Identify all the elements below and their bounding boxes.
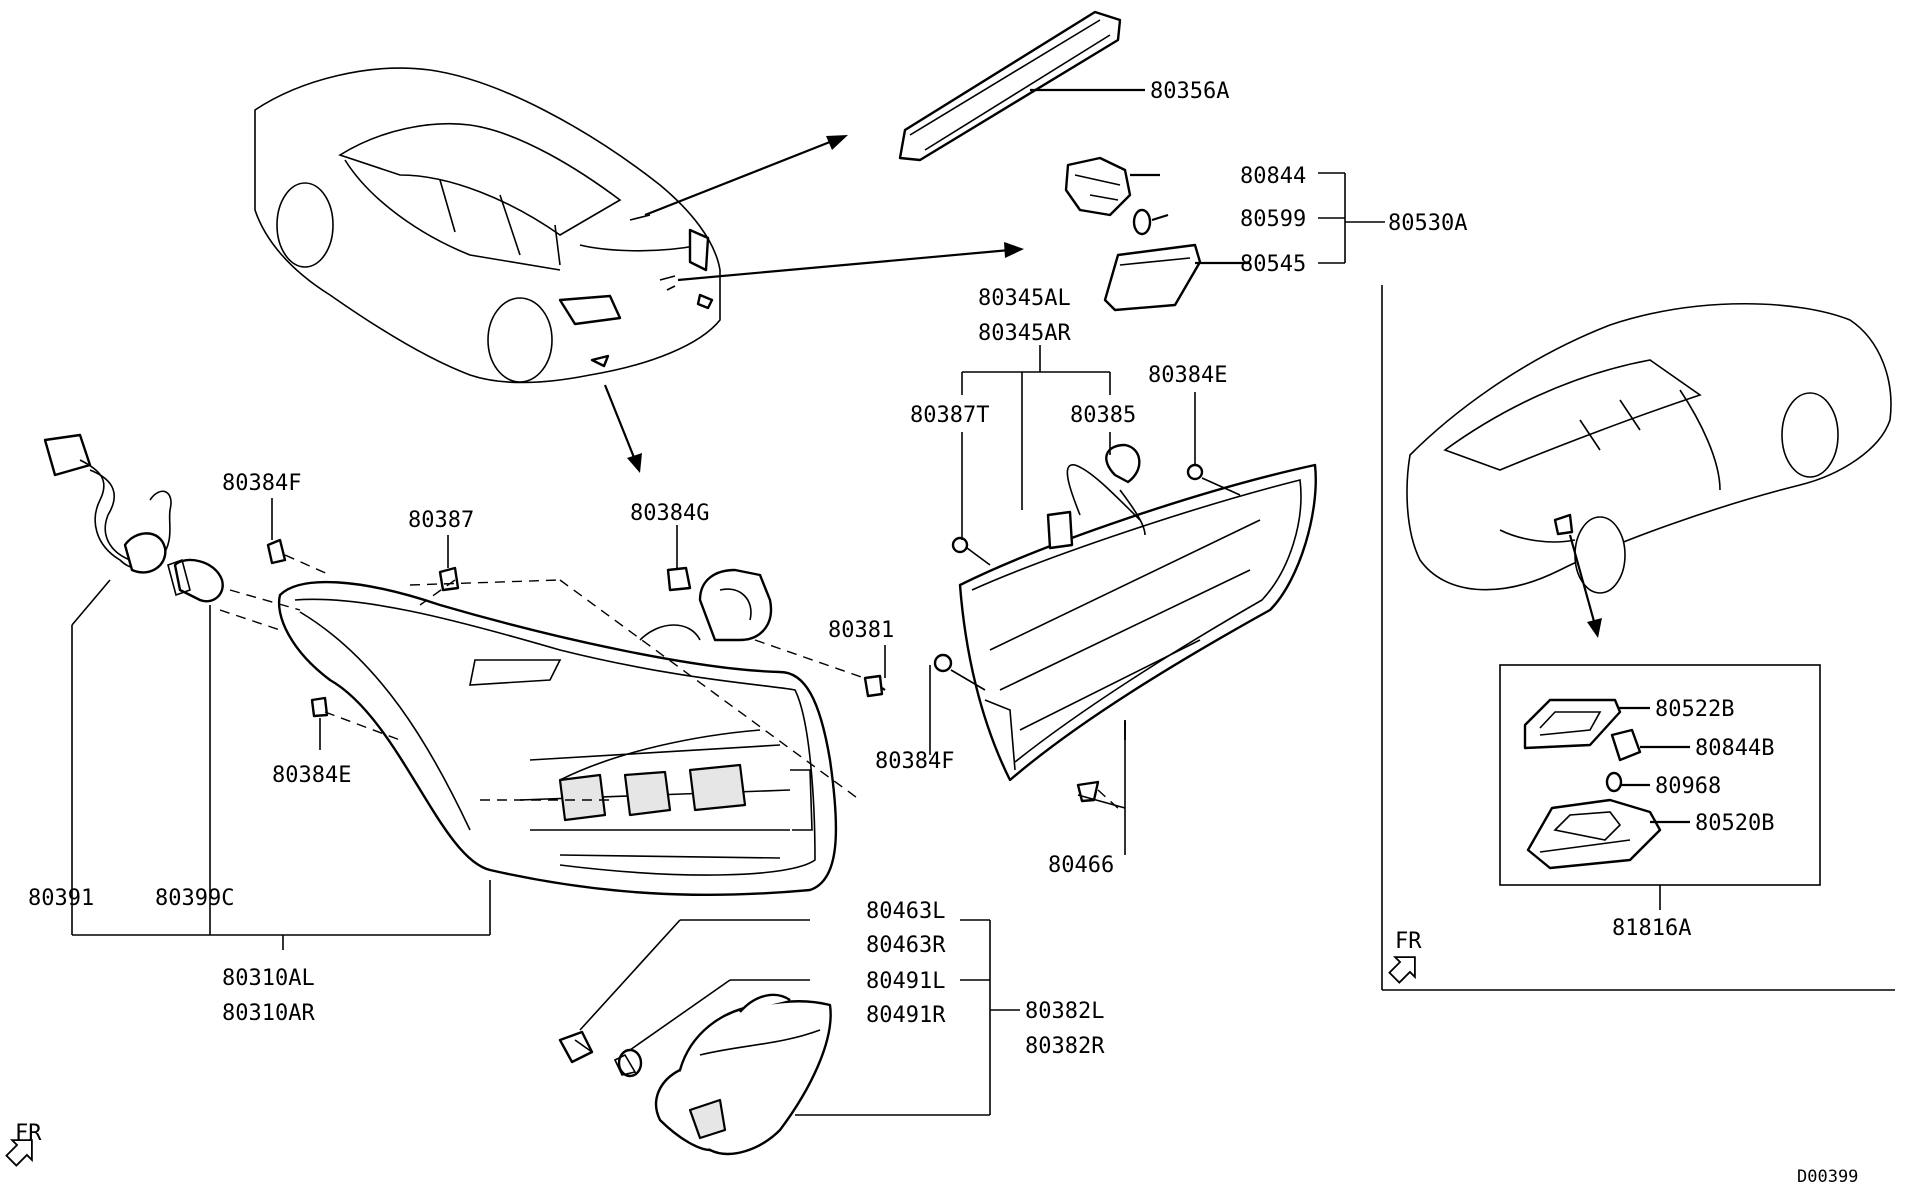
label-80384F-mid: 80384F	[875, 749, 954, 774]
pointer-arrows-car	[603, 135, 1024, 473]
part-80522B-gasket	[1523, 698, 1650, 750]
car-front-view-illustration	[1406, 302, 1892, 638]
label-80384E-left: 80384E	[272, 763, 351, 788]
label-80491R: 80491R	[866, 1003, 946, 1028]
label-80384E-top: 80384E	[1148, 363, 1227, 388]
label-80384G: 80384G	[630, 501, 709, 526]
label-80599: 80599	[1240, 207, 1306, 232]
part-80310A-outer-lamp	[277, 568, 838, 897]
label-80968: 80968	[1655, 774, 1721, 799]
box-81816A	[1499, 664, 1821, 910]
part-80382-reflector-lamp	[654, 993, 832, 1156]
label-80399C: 80399C	[155, 886, 234, 911]
part-80356A-high-mount-lamp	[898, 10, 1145, 162]
label-80384F-left: 80384F	[222, 471, 301, 496]
label-80491L: 80491L	[866, 969, 945, 994]
part-80844B-socket	[1610, 728, 1690, 762]
leaders-80345A	[929, 345, 1196, 855]
leaders-80382	[579, 919, 1020, 1116]
leaders-outer-lamp	[71, 498, 886, 950]
label-80545: 80545	[1240, 252, 1306, 277]
label-80520B: 80520B	[1695, 811, 1774, 836]
label-80387T: 80387T	[910, 403, 989, 428]
fr-label-right: FR	[1395, 929, 1422, 954]
label-80463R: 80463R	[866, 933, 946, 958]
fr-arrow-left-icon	[5, 1139, 33, 1167]
label-80530A: 80530A	[1388, 211, 1467, 236]
label-80345AL: 80345AL	[978, 286, 1071, 311]
label-80522B: 80522B	[1655, 697, 1734, 722]
part-80385-grommet-wire	[1046, 443, 1146, 550]
part-80391-socket-harness	[43, 433, 172, 574]
label-80466: 80466	[1048, 853, 1114, 878]
label-80356A: 80356A	[1150, 79, 1229, 104]
part-80520B-lamp-housing	[1526, 798, 1690, 870]
label-80310AR: 80310AR	[222, 1001, 315, 1026]
part-80968-bulb	[1605, 771, 1650, 793]
label-80385: 80385	[1070, 403, 1136, 428]
label-80345AR: 80345AR	[978, 321, 1071, 346]
label-80382L: 80382L	[1025, 999, 1104, 1024]
fr-label-left: FR	[15, 1121, 42, 1146]
fr-arrow-right-icon	[1388, 956, 1416, 984]
part-80545-lamp-housing	[1103, 243, 1250, 312]
part-80399C-bulb	[167, 558, 224, 603]
part-80345A-inner-lamp	[958, 463, 1317, 782]
bracket-80530A	[1318, 172, 1385, 264]
label-80381: 80381	[828, 618, 894, 643]
label-80387: 80387	[408, 508, 474, 533]
label-80310AL: 80310AL	[222, 966, 315, 991]
part-80463-socket	[558, 1030, 594, 1064]
label-80844: 80844	[1240, 164, 1306, 189]
label-80382R: 80382R	[1025, 1034, 1105, 1059]
part-labels: 80356A 80844 80599 80545 80530A 80345AL …	[15, 79, 1858, 1187]
inset-panel-frame	[1381, 285, 1895, 991]
label-81816A: 81816A	[1612, 916, 1691, 941]
label-80391: 80391	[28, 886, 94, 911]
label-80463L: 80463L	[866, 899, 945, 924]
car-rear-view-illustration	[254, 67, 721, 384]
diagram-code: D00399	[1797, 1167, 1858, 1187]
label-80844B: 80844B	[1695, 736, 1774, 761]
part-80599-bulb	[1132, 208, 1169, 236]
part-80491-bulb	[613, 1048, 643, 1078]
part-80844-socket	[1064, 156, 1160, 217]
